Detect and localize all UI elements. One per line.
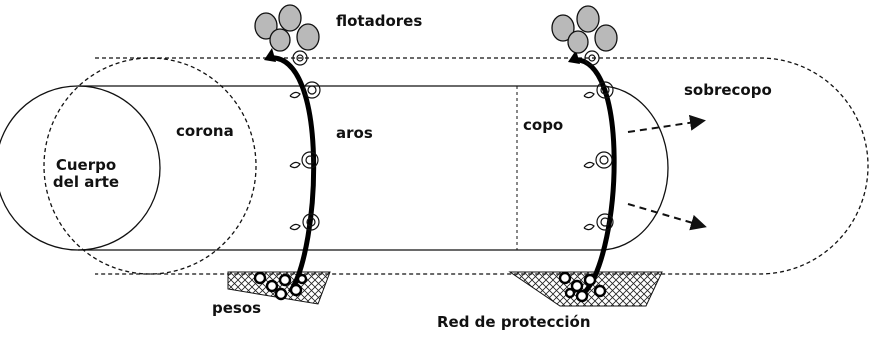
cuerpo-circle — [0, 85, 161, 251]
label-flotadores: flotadores — [336, 12, 423, 30]
right-floats — [551, 5, 618, 54]
corona-ellipse — [43, 57, 257, 275]
label-cuerpo-line2: del arte — [52, 173, 120, 191]
label-red: Red de protección — [437, 313, 591, 331]
label-pesos: pesos — [212, 299, 262, 317]
label-cuerpo: Cuerpo del arte — [42, 157, 130, 191]
label-cuerpo-line1: Cuerpo — [55, 156, 117, 174]
left-floats — [254, 4, 320, 52]
right-hoop — [568, 50, 617, 294]
left-hoop — [264, 48, 321, 294]
right-weights — [558, 271, 607, 303]
label-copo: copo — [523, 116, 564, 134]
label-sobrecopo: sobrecopo — [684, 81, 772, 99]
arrow-upper — [627, 114, 706, 133]
copo-end — [599, 85, 669, 251]
protection-net-outline — [95, 57, 869, 275]
left-weights — [253, 271, 308, 301]
label-corona: corona — [176, 122, 234, 140]
label-aros: aros — [336, 124, 373, 142]
arrow-lower — [627, 203, 707, 231]
